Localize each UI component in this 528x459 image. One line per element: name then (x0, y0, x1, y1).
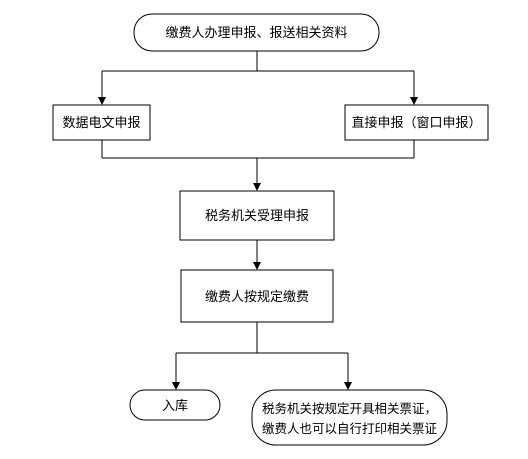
arrowhead-storage (172, 382, 180, 390)
arrowhead-direct (410, 97, 418, 105)
node-issue-label-line2: 缴费人也可以自行打印相关票证 (262, 421, 438, 436)
node-direct: 直接申报（窗口申报） (344, 104, 489, 141)
node-issue-shape (251, 389, 448, 446)
node-pay-label: 缴费人按规定缴费 (205, 290, 309, 305)
node-accept-label: 税务机关受理申报 (205, 208, 309, 224)
node-start: 缴费人办理申报、报送相关资料 (133, 13, 380, 52)
arrowhead-electronic (98, 97, 106, 105)
node-accept: 税务机关受理申报 (179, 190, 335, 241)
node-start-label: 缴费人办理申报、报送相关资料 (165, 26, 347, 41)
node-pay-shape (180, 269, 334, 323)
node-pay: 缴费人按规定缴费 (180, 269, 334, 323)
node-storage-shape (129, 389, 221, 421)
node-electronic-label: 数据电文申报 (62, 116, 140, 131)
node-direct-label: 直接申报（窗口申报） (351, 115, 481, 131)
node-accept-shape (179, 190, 335, 241)
node-storage-label: 入库 (162, 398, 188, 414)
node-start-shape (133, 13, 380, 52)
node-electronic-shape (52, 104, 151, 141)
connectors (98, 51, 418, 390)
node-issue: 税务机关按规定开具相关票证， 缴费人也可以自行打印相关票证 (251, 389, 448, 446)
node-storage: 入库 (129, 389, 221, 421)
arrowhead-accept (253, 183, 261, 191)
node-electronic: 数据电文申报 (52, 104, 151, 141)
arrowhead-pay (253, 262, 261, 270)
node-issue-label-line1: 税务机关按规定开具相关票证， (262, 401, 437, 416)
node-direct-shape (344, 104, 489, 141)
arrowhead-issue (344, 382, 352, 390)
